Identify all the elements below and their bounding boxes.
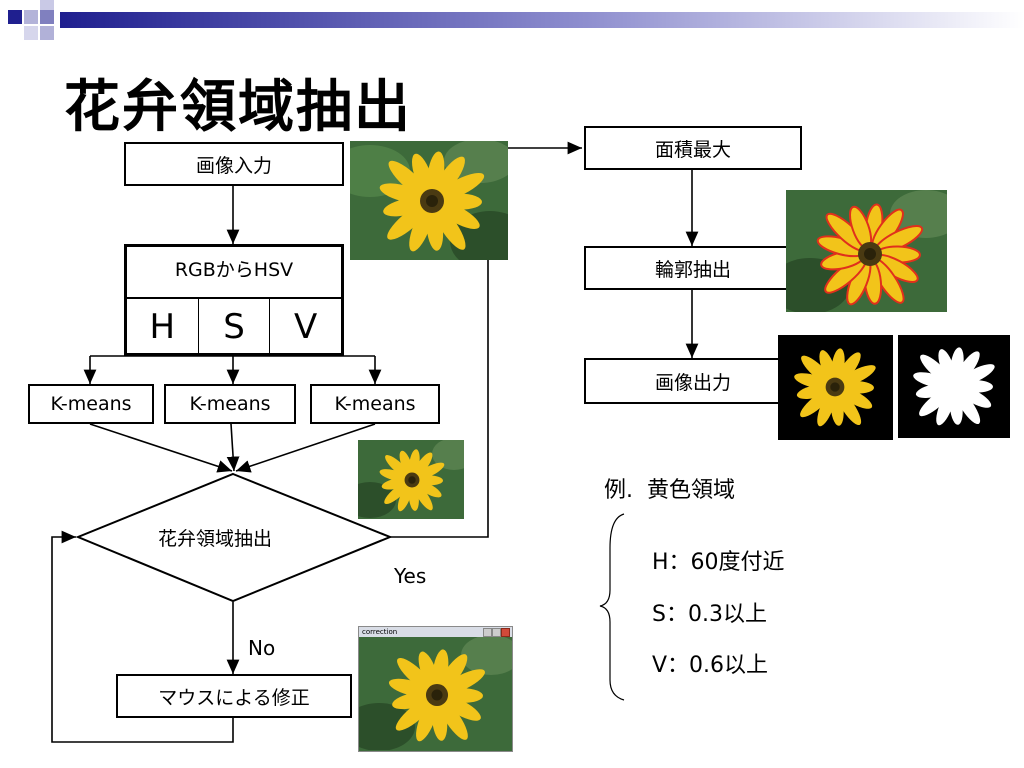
- contour-label: 輪郭抽出: [654, 258, 731, 281]
- correction-flower-photo: [359, 635, 512, 751]
- output-flower-photo: [778, 335, 893, 440]
- window-minimize-icon[interactable]: [483, 628, 492, 637]
- value-rule: V：0.6以上: [652, 653, 769, 678]
- no-label: No: [248, 636, 276, 660]
- yes-label: Yes: [394, 564, 427, 588]
- rgb-to-hsv-label: RGBからHSV: [127, 247, 341, 299]
- hsv-v-cell: V: [294, 307, 318, 347]
- input-flower-photo: [350, 141, 508, 260]
- yellow-region-photo: [358, 440, 464, 519]
- image-input-label: 画像入力: [195, 154, 272, 177]
- image-output-box: 画像出力: [584, 358, 802, 404]
- window-titlebar: correction: [359, 627, 512, 637]
- page-title: 花弁領域抽出: [64, 75, 412, 140]
- window-title: correction: [362, 628, 398, 636]
- example-heading: 例. 黄色領域: [604, 478, 735, 503]
- contour-box: 輪郭抽出: [584, 246, 802, 290]
- kmeans-box-h: K-means: [28, 384, 154, 424]
- max-area-box: 面積最大: [584, 126, 802, 170]
- max-area-label: 面積最大: [654, 138, 731, 161]
- window-close-icon[interactable]: [501, 628, 510, 637]
- hue-rule: H：60度付近: [652, 550, 785, 575]
- decision-label: 花弁領域抽出: [158, 528, 273, 550]
- kmeans-label: K-means: [50, 393, 132, 415]
- hsv-h-cell: H: [127, 299, 199, 355]
- rgb-to-hsv-box: RGBからHSV H S V: [124, 244, 344, 356]
- kmeans-label: K-means: [334, 393, 416, 415]
- saturation-rule: S：0.3以上: [652, 602, 767, 627]
- hsv-s-cell: S: [199, 299, 271, 355]
- image-output-label: 画像出力: [654, 371, 731, 394]
- contour-flower-photo: [786, 190, 947, 312]
- kmeans-box-s: K-means: [164, 384, 296, 424]
- header-decoration: [8, 0, 1024, 40]
- decision-diamond: [75, 472, 393, 603]
- mouse-correction-box: マウスによる修正: [116, 674, 352, 718]
- kmeans-label: K-means: [189, 393, 271, 415]
- image-input-box: 画像入力: [124, 142, 344, 186]
- correction-window: correction: [358, 626, 513, 752]
- mouse-correction-label: マウスによる修正: [158, 686, 310, 709]
- window-maximize-icon[interactable]: [492, 628, 501, 637]
- output-mask-photo: [898, 335, 1010, 438]
- kmeans-box-v: K-means: [310, 384, 440, 424]
